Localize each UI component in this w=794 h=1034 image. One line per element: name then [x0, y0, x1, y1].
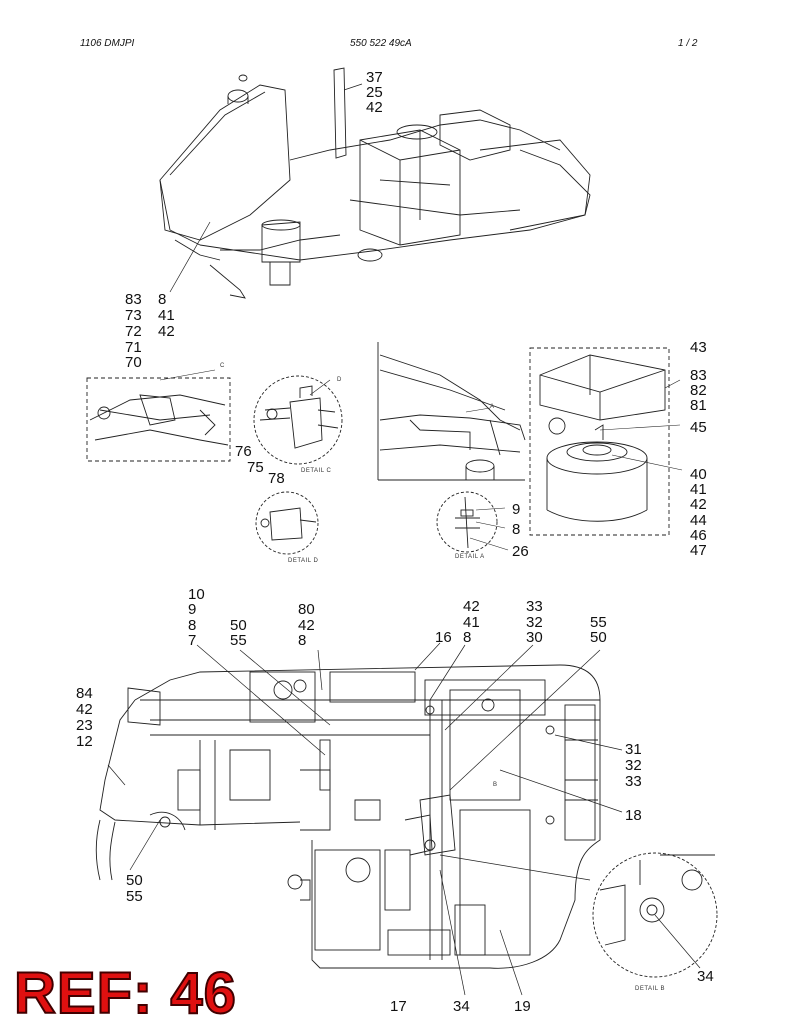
callout-55: 55 — [590, 614, 607, 631]
callout-34: 34 — [453, 998, 470, 1015]
callout-8: 8 — [463, 629, 472, 646]
callout-26: 26 — [512, 543, 529, 560]
callout-72: 72 — [125, 323, 142, 340]
callout-81: 81 — [690, 397, 707, 414]
callout-73: 73 — [125, 307, 142, 324]
callout-41: 41 — [463, 614, 480, 631]
right-detail-view — [529, 347, 683, 536]
callout-47: 47 — [690, 542, 707, 559]
detail-d-tag: D — [337, 377, 342, 383]
detail-d-circle — [255, 491, 319, 555]
bottom-plan-view — [95, 664, 601, 969]
callout-42: 42 — [366, 99, 383, 116]
callout-30: 30 — [526, 629, 543, 646]
callout-33: 33 — [526, 598, 543, 615]
callout-80: 80 — [298, 601, 315, 618]
callout-82: 82 — [690, 382, 707, 399]
header-left: 1106 DMJPI — [80, 38, 135, 49]
callout-16: 16 — [435, 629, 452, 646]
callout-40: 40 — [690, 466, 707, 483]
callout-42: 42 — [463, 598, 480, 615]
callout-19: 19 — [514, 998, 531, 1015]
detail-b-circle — [592, 852, 718, 978]
detail-b-caption: DETAIL B — [635, 986, 666, 992]
callout-12: 12 — [76, 733, 93, 750]
detail-b-tag: B — [493, 782, 498, 788]
callout-9: 9 — [188, 601, 197, 618]
callout-8: 8 — [188, 617, 197, 634]
callout-55: 55 — [126, 888, 143, 905]
callout-83: 83 — [690, 367, 707, 384]
detail-c-tag: C — [220, 363, 225, 369]
detail-a-view — [377, 342, 526, 481]
callout-71: 71 — [125, 339, 142, 356]
callout-18: 18 — [625, 807, 642, 824]
callout-78: 78 — [268, 470, 285, 487]
callout-50: 50 — [590, 629, 607, 646]
callout-7: 7 — [188, 632, 197, 649]
top-assembly-view — [159, 67, 591, 299]
callout-10: 10 — [188, 586, 205, 603]
callout-25: 25 — [366, 84, 383, 101]
callout-34: 34 — [697, 968, 714, 985]
callout-33: 33 — [625, 773, 642, 790]
callout-41: 41 — [158, 307, 175, 324]
callout-42: 42 — [158, 323, 175, 340]
callout-75: 75 — [247, 459, 264, 476]
callout-32: 32 — [526, 614, 543, 631]
callout-41: 41 — [690, 481, 707, 498]
header-right: 1 / 2 — [678, 38, 698, 49]
callout-31: 31 — [625, 741, 642, 758]
bottom-leaders — [107, 642, 701, 996]
callout-45: 45 — [690, 419, 707, 436]
callout-8: 8 — [298, 632, 307, 649]
callout-76: 76 — [235, 443, 252, 460]
callout-37: 37 — [366, 69, 383, 86]
callout-42: 42 — [298, 617, 315, 634]
callout-50: 50 — [230, 617, 247, 634]
callout-42: 42 — [76, 701, 93, 718]
callout-44: 44 — [690, 512, 707, 529]
detail-a-tag: A — [490, 404, 495, 410]
callout-46: 46 — [690, 527, 707, 544]
callout-17: 17 — [390, 998, 407, 1015]
callout-8: 8 — [158, 291, 167, 308]
detail-c-caption: DETAIL C — [301, 468, 332, 474]
detail-c-circle — [253, 375, 343, 465]
detail-d-caption: DETAIL D — [288, 558, 319, 564]
callout-84: 84 — [76, 685, 93, 702]
callout-43: 43 — [690, 339, 707, 356]
callout-9: 9 — [512, 501, 521, 518]
detail-a-circle — [436, 491, 509, 553]
callout-42: 42 — [690, 496, 707, 513]
callout-83: 83 — [125, 291, 142, 308]
callout-50: 50 — [126, 872, 143, 889]
callout-32: 32 — [625, 757, 642, 774]
ref-stamp: REF: 46 — [13, 961, 237, 1027]
detail-c-view — [86, 369, 231, 462]
callout-8: 8 — [512, 521, 521, 538]
callout-55: 55 — [230, 632, 247, 649]
callout-23: 23 — [76, 717, 93, 734]
header-center: 550 522 49cA — [350, 38, 412, 49]
callout-70: 70 — [125, 354, 142, 371]
detail-a-caption: DETAIL A — [455, 554, 485, 560]
top-leaders — [169, 83, 363, 293]
